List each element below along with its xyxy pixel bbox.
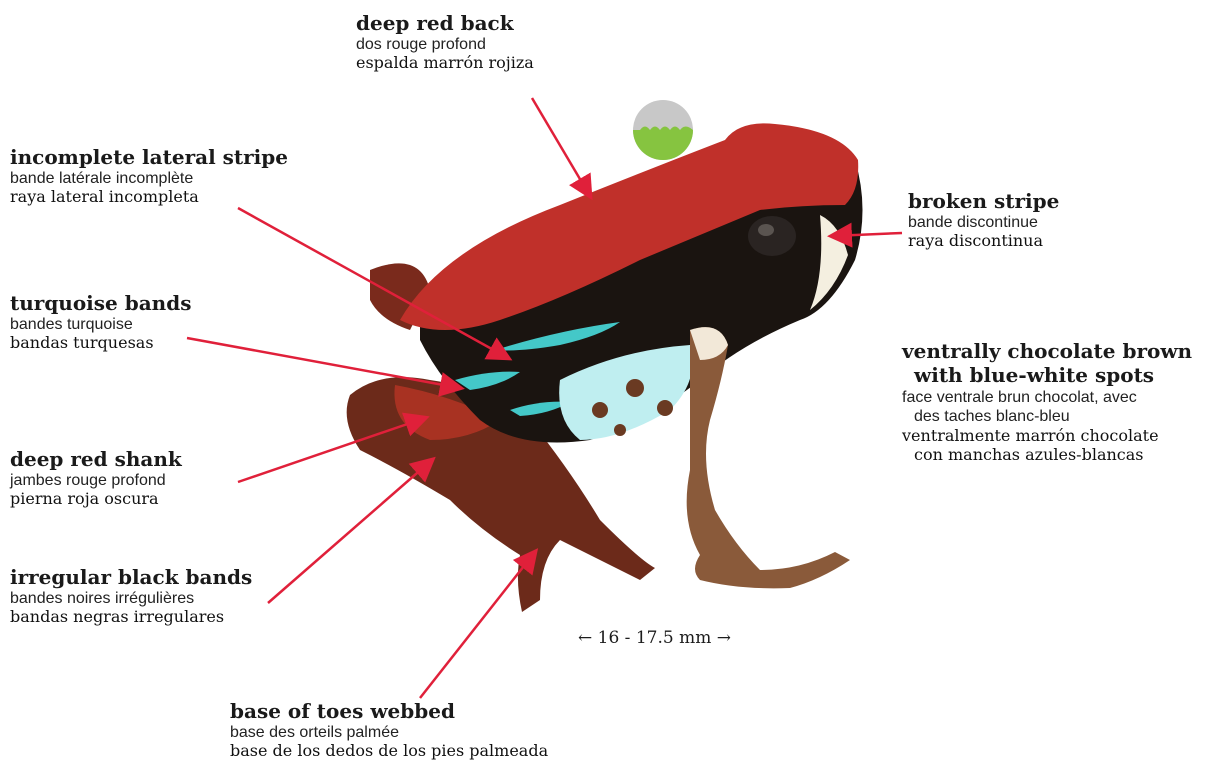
label-fr-line2: des taches blanc-bleu [902, 408, 1192, 427]
label-en: incomplete lateral stripe [10, 146, 288, 170]
label-es: pierna roja oscura [10, 490, 182, 509]
size-scale: ← 16 - 17.5 mm → [578, 628, 731, 648]
label-en: broken stripe [908, 190, 1059, 214]
label-en: base of toes webbed [230, 700, 548, 724]
label-es: bandas negras irregulares [10, 608, 252, 627]
arrow-deep-red-back [532, 98, 590, 196]
label-fr: jambes rouge profond [10, 472, 182, 491]
label-base-of-toes-webbed: base of toes webbed base des orteils pal… [230, 700, 548, 761]
label-es: raya lateral incompleta [10, 188, 288, 207]
label-en: deep red shank [10, 448, 182, 472]
label-broken-stripe: broken stripe bande discontinue raya dis… [908, 190, 1059, 251]
label-en: irregular black bands [10, 566, 252, 590]
label-es-line1: ventralmente marrón chocolate [902, 427, 1192, 446]
label-en: deep red back [356, 12, 534, 36]
label-fr: bandes noires irrégulières [10, 590, 252, 609]
label-es: bandas turquesas [10, 334, 191, 353]
label-incomplete-lateral-stripe: incomplete lateral stripe bande latérale… [10, 146, 288, 207]
label-fr: dos rouge profond [356, 36, 534, 55]
arrow-black-bands [268, 460, 432, 603]
label-es: raya discontinua [908, 232, 1059, 251]
arrow-turquoise [187, 338, 460, 388]
label-fr-line1: face ventrale brun chocolat, avec [902, 389, 1192, 408]
label-fr: bande latérale incomplète [10, 170, 288, 189]
label-en-line2: with blue-white spots [902, 364, 1192, 388]
label-es-line2: con manchas azules-blancas [902, 446, 1192, 465]
label-deep-red-back: deep red back dos rouge profond espalda … [356, 12, 534, 73]
label-fr: bande discontinue [908, 214, 1059, 233]
frog-body [347, 123, 863, 612]
label-fr: bandes turquoise [10, 316, 191, 335]
label-turquoise-bands: turquoise bands bandes turquoise bandas … [10, 292, 191, 353]
label-es: espalda marrón rojiza [356, 54, 534, 73]
label-deep-red-shank: deep red shank jambes rouge profond pier… [10, 448, 182, 509]
label-fr: base des orteils palmée [230, 724, 548, 743]
label-es: base de los dedos de los pies palmeada [230, 742, 548, 761]
label-en: turquoise bands [10, 292, 191, 316]
terrain-badge-icon [633, 100, 693, 160]
label-irregular-black-bands: irregular black bands bandes noires irré… [10, 566, 252, 627]
arrow-toes [420, 552, 535, 698]
label-ventral-coloration: ventrally chocolate brown with blue-whit… [902, 340, 1192, 465]
label-en-line1: ventrally chocolate brown [902, 340, 1192, 364]
